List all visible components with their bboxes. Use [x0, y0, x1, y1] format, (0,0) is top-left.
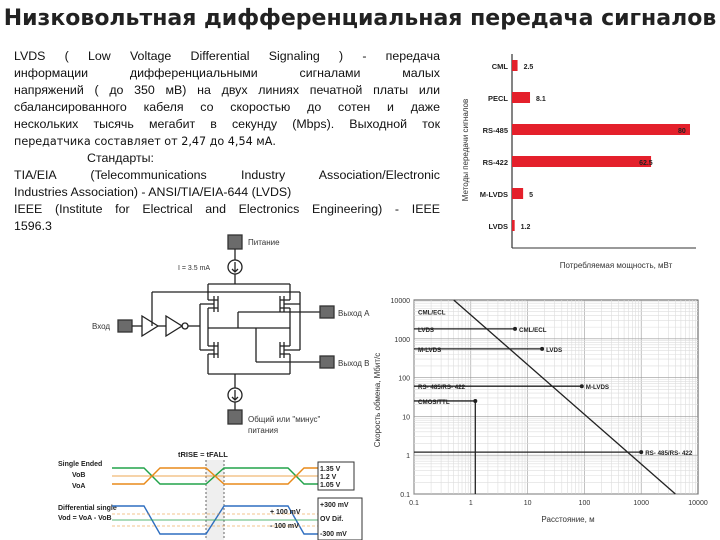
speed-distance-chart: 0.1 1 10 100 1000 10000 10000 1000 100 10 1 0.1 CML… — [373, 298, 708, 524]
output-a-label: Выход А — [338, 309, 370, 318]
y-tick-label: 1000 — [394, 337, 410, 344]
x-tick-label: 100 — [579, 500, 591, 507]
output-b-label: Выход В — [338, 359, 370, 368]
current-label: I = 3.5 mA — [178, 265, 210, 272]
y-tick-label: 10 — [402, 414, 410, 421]
text-line: IEEE (Institute for Electrical and Elect… — [14, 202, 440, 216]
x-tick-label: 1 — [469, 500, 473, 507]
bar-category-label: LVDS — [489, 222, 508, 231]
m100-label: - 100 mV — [270, 523, 299, 530]
series-label: CMOS/TTL — [418, 399, 450, 406]
p300-label: +300 mV — [320, 502, 349, 509]
text-line: 1596.3 — [14, 219, 52, 233]
waveform-diagram: tRISE = tFALL Single Ended VoB VoA Diffe… — [58, 450, 363, 540]
v-135-label: 1.35 V — [320, 466, 341, 473]
p100-label: + 100 mV — [270, 509, 301, 516]
input-label: Вход — [92, 322, 110, 331]
limit-line — [453, 299, 676, 495]
bar-chart-ylabel: Методы передачи сигналов — [461, 99, 470, 201]
ov-label: OV Dif. — [320, 516, 343, 523]
m300-label: -300 mV — [320, 531, 347, 538]
inverter-icon — [165, 314, 184, 338]
y-tick-label: 10000 — [391, 298, 411, 305]
series-label: RS- 485/RS- 422 — [418, 384, 466, 391]
bar-m-lvds — [512, 188, 524, 199]
bar-category-label: RS-485 — [483, 126, 508, 135]
output-b-terminal — [319, 355, 335, 369]
log-chart-ylabel: Скорость обмена, Мбит/с — [373, 353, 382, 448]
series-label: CML/ECL — [418, 310, 446, 317]
ground-label-2: питания — [248, 426, 278, 435]
y-tick-label: 0.1 — [400, 492, 410, 499]
standards-heading: Стандарты: — [87, 151, 154, 165]
description-text: LVDS ( Low Voltage Differential Signalin… — [14, 48, 440, 235]
bar-value-label: 8.1 — [536, 96, 546, 103]
bar-rs-422 — [512, 156, 652, 167]
series-label: M-LVDS — [418, 347, 441, 354]
text-line: сбалансированного кабеля со скоростью до… — [14, 100, 440, 114]
text-line: Industries Association) - ANSI/TIA/EIA-6… — [14, 185, 292, 199]
text-line: TIA/EIA (Telecommunications Industry Ass… — [14, 168, 440, 182]
buffer-icon — [141, 314, 160, 338]
text-line: LVDS ( Low Voltage Differential Signalin… — [14, 49, 440, 63]
segment-endpoint — [512, 326, 517, 331]
voa-label: VoA — [72, 483, 85, 490]
single-ended-label: Single Ended — [58, 461, 102, 468]
bar-cml — [512, 60, 518, 71]
segment-endpoint — [639, 450, 644, 455]
differential-label: Differential single — [58, 505, 117, 512]
vod-formula: Vod = VoA - VoB — [58, 515, 112, 522]
y-tick-label: 1 — [406, 453, 410, 460]
line-label: RS- 485/RS- 422 — [645, 450, 693, 457]
text-line: нескольких тысячь мегабит в секунду (Mbp… — [14, 117, 440, 131]
bar-lvds — [512, 220, 515, 231]
segment-endpoint — [579, 384, 584, 389]
x-tick-label: 1000 — [633, 500, 649, 507]
x-tick-label: 10 — [524, 500, 532, 507]
bar-chart-xlabel: Потребляемая мощность, мВт — [560, 261, 673, 270]
input-terminal — [117, 319, 133, 333]
log-chart-xlabel: Расстояние, м — [541, 515, 594, 524]
bar-pecl — [512, 92, 531, 103]
bar-category-label: CML — [492, 62, 509, 71]
line-label: M-LVDS — [586, 384, 609, 391]
trise-label: tRISE = tFALL — [178, 450, 228, 459]
bar-value-label: 2.5 — [524, 64, 534, 71]
text-line: информации дифференциальными сигналами м… — [14, 66, 440, 80]
ground-terminal — [227, 409, 243, 425]
segment-endpoint — [540, 346, 545, 351]
line-label: LVDS — [546, 347, 562, 354]
bar-value-label: 80 — [678, 128, 686, 135]
text-line: передатчика составляет от 2,47 до 4,54 м… — [14, 135, 276, 148]
line-label: CML/ECL — [519, 327, 547, 334]
power-label: Питание — [248, 238, 280, 247]
bar-value-label: 5 — [529, 192, 533, 199]
ground-label: Общий или "минус" — [248, 415, 321, 424]
x-tick-label: 0.1 — [409, 500, 419, 507]
series-label: LVDS — [418, 327, 434, 334]
y-tick-label: 100 — [398, 376, 410, 383]
v-12-label: 1.2 V — [320, 474, 337, 481]
vob-label: VoB — [72, 472, 85, 479]
bar-value-label: 62.5 — [639, 160, 653, 167]
bar-rs-485 — [512, 124, 690, 135]
v-105-label: 1.05 V — [320, 482, 341, 489]
bar-category-label: RS-422 — [483, 158, 508, 167]
lvds-driver-circuit: Питание I = 3.5 mA Вход Выход А Выход В … — [92, 234, 370, 435]
page-title: Низковольтная дифференциальная передача … — [3, 6, 717, 31]
bar-category-label: M-LVDS — [480, 190, 508, 199]
bar-value-label: 1.2 — [521, 224, 531, 231]
bar-category-label: PECL — [488, 94, 508, 103]
x-tick-label: 10000 — [688, 500, 708, 507]
text-line: напряжений ( до 350 мВ) на двух линиях п… — [14, 83, 440, 97]
power-terminal — [227, 234, 243, 250]
output-a-terminal — [319, 305, 335, 319]
